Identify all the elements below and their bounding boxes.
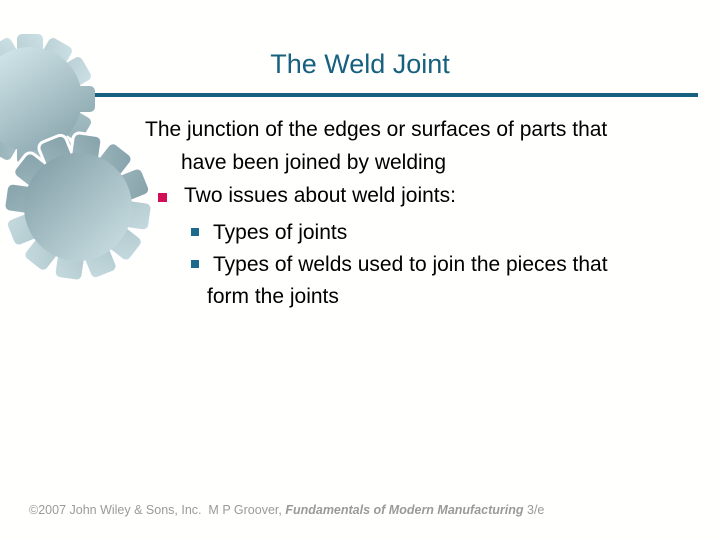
title-underline: [88, 93, 698, 97]
body-paragraph-line-2: have been joined by welding: [181, 151, 447, 174]
bullet-square-icon: [158, 193, 167, 202]
footer-edition: 3/e: [523, 503, 545, 517]
sub-bullet-item-2-line-1: Types of welds used to join the pieces t…: [213, 253, 608, 276]
gear-icon: [0, 34, 95, 164]
slide-title: The Weld Joint: [270, 49, 450, 79]
sub-bullet-item-1: Types of joints: [213, 221, 348, 244]
bullet-item-1: Two issues about weld joints:: [184, 184, 456, 207]
gear-icon: [2, 131, 154, 283]
sub-bullet-square-icon: [191, 228, 199, 236]
sub-bullet-item-2-line-2: form the joints: [207, 285, 339, 308]
footer-credit: ©2007 John Wiley & Sons, Inc. M P Groove…: [29, 503, 544, 517]
footer-copyright: ©2007 John Wiley & Sons, Inc. M P Groove…: [29, 503, 286, 517]
body-paragraph-line-1: The junction of the edges or surfaces of…: [145, 118, 608, 141]
footer-book-title: Fundamentals of Modern Manufacturing: [285, 503, 524, 517]
gears-graphic: [0, 34, 154, 283]
sub-bullet-square-icon: [191, 260, 199, 268]
